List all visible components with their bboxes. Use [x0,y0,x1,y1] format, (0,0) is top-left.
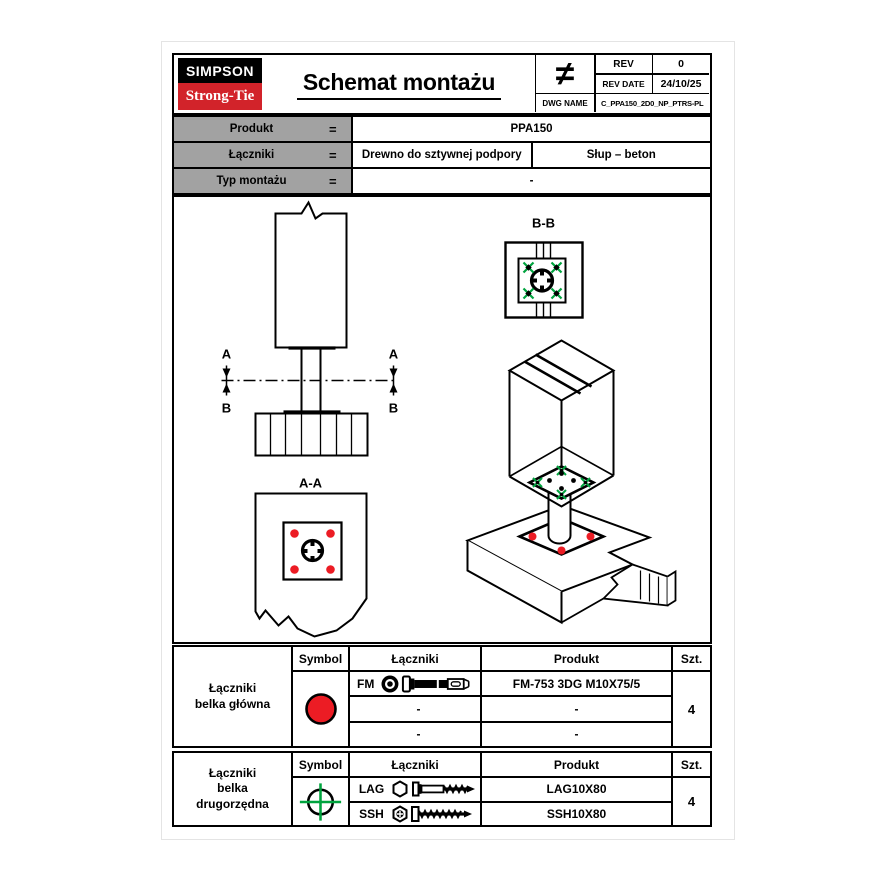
product-cell: - [482,722,671,746]
header-qty: Szt. [673,647,710,670]
section-aa-label: A-A [299,476,323,491]
spec-row-produkt: Produkt = PPA150 [172,115,712,143]
rev-date-label: REV DATE [595,74,652,93]
spec-value: PPA150 [510,123,553,135]
group-label-line: Łączniki [208,765,257,780]
symbol-cell [293,778,348,825]
group-label-line: belka [217,781,248,796]
symbol-cell [293,672,348,746]
header-fasteners: Łączniki [350,753,480,776]
red-fastener-marks [290,529,335,574]
section-marker-a-right: A [389,347,399,362]
spec-value: Słup – beton [530,143,711,167]
product-cell: LAG10X80 [482,778,671,801]
product-cell: SSH10X80 [482,802,671,825]
ssh-screw-icon [392,805,472,823]
fastener-code: SSH [359,806,384,821]
section-marker-a-left: A [222,347,232,362]
dwg-name-label: DWG NAME [536,94,594,112]
fastener-cell: - [350,722,480,746]
sheet-page-edge [161,41,735,840]
fastener-cell: - [350,697,480,721]
header-qty: Szt. [673,753,710,776]
front-view: A A B B [221,200,399,457]
green-fastener-marks [522,261,563,300]
group-label-line: belka główna [194,696,271,711]
equals-sign: = [329,147,337,163]
equals-sign: = [329,173,337,189]
fastener-cell: SSH [350,802,480,825]
qty-cell: 4 [673,778,710,825]
green-crosshair-symbol [299,782,342,821]
fastener-cell: FM [350,672,480,696]
fm-anchor-icon [381,675,470,693]
group-label-cell: Łączniki belka drugorzędna [174,753,291,825]
spec-row-laczniki: Łączniki = Drewno do sztywnej podpory Słu… [172,141,712,169]
rev-label: REV [595,55,652,73]
rev-value: 0 [653,55,709,73]
lag-screw-icon [392,780,476,798]
drawing-area: A A B B B-B A-A [172,195,712,644]
fastener-table-secondary-beam: Łączniki belka drugorzędna Symbol Łączni… [172,751,712,827]
header-fasteners: Łączniki [350,647,480,670]
spec-label: Produkt [229,123,274,135]
header-product: Produkt [482,753,671,776]
logo-strongtie: Strong-Tie [178,83,262,110]
rev-date-value: 24/10/25 [653,74,709,93]
qty-cell: 4 [673,672,710,746]
section-bb-label: B-B [532,216,555,231]
group-label-line: drugorzędna [196,796,269,811]
spec-value: - [529,175,534,187]
section-marker-b-left: B [222,401,231,416]
simpson-strongtie-logo: SIMPSON Strong-Tie [178,58,262,110]
revision-table: ≠ REV 0 REV DATE 24/10/25 DWG NAME C_PPA… [535,55,709,112]
fastener-code: FM [357,676,375,691]
spec-row-typ-montazu: Typ montażu = - [172,167,712,195]
title-block: SIMPSON Strong-Tie Schemat montażu ≠ REV… [172,53,712,115]
spec-label: Typ montażu [216,175,287,187]
dwg-name-value: C_PPA150_2D0_NP_PTRS-PL [595,94,709,112]
red-circle-symbol [304,693,337,725]
header-symbol: Symbol [293,753,348,776]
assembly-drawing: A A B B B-B A-A [221,200,677,638]
fastener-cell: LAG [350,778,480,801]
section-bb-view: B-B [504,216,584,319]
product-cell: - [482,697,671,721]
product-cell: FM-753 3DG M10X75/5 [482,672,671,696]
section-marker-b-right: B [389,401,398,416]
red-fastener-marks-iso [528,532,595,555]
isometric-view [465,339,677,625]
bolt-dots-iso [547,471,576,491]
sheet-title: Schemat montażu [296,69,502,100]
sheet-title-wrap: Schemat montażu [262,55,536,113]
spec-label: Łączniki [228,149,275,161]
header-symbol: Symbol [293,647,348,670]
group-label-cell: Łączniki belka główna [174,647,291,746]
section-aa-view: A-A [254,476,368,638]
not-equal-icon: ≠ [536,55,594,93]
spec-value: Drewno do sztywnej podpory [361,149,522,161]
equals-sign: = [329,121,337,137]
header-product: Produkt [482,647,671,670]
logo-simpson: SIMPSON [178,58,262,83]
group-label-line: Łączniki [208,680,257,695]
fastener-table-main-beam: Łączniki belka główna Symbol Łączniki Pr… [172,645,712,748]
fastener-code: LAG [358,782,385,797]
